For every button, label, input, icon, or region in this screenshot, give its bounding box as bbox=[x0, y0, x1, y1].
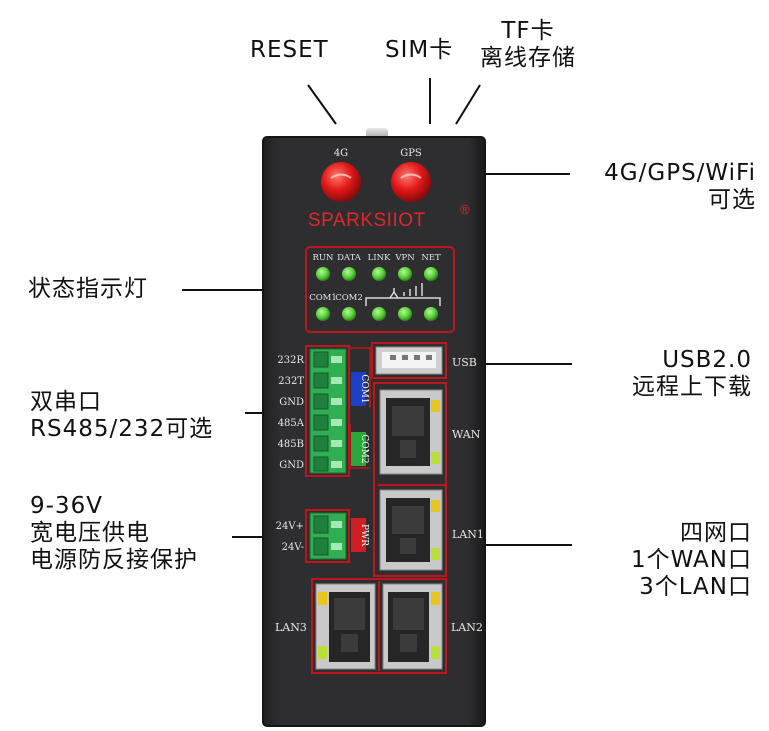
pwr-tag bbox=[351, 518, 366, 552]
led-label-com1: COM1 bbox=[309, 293, 337, 303]
pin-label-232t: 232T bbox=[278, 376, 304, 387]
pin-label-232r: 232R bbox=[277, 355, 304, 366]
wan-lan1-frame bbox=[373, 382, 447, 577]
pin-label-485b: 485B bbox=[278, 439, 304, 450]
com2-tag-text: COM2 bbox=[359, 434, 369, 463]
signal-strength-icon bbox=[365, 283, 441, 306]
antenna-gps-label: GPS bbox=[400, 148, 422, 159]
antenna-4g bbox=[321, 162, 361, 202]
serial-frame bbox=[305, 345, 350, 477]
tf-callout-line1: TF卡 bbox=[501, 18, 555, 44]
serial-pin-labels: 232R 232T GND 485A 485B GND bbox=[277, 355, 304, 471]
power-callout: 9-36V 宽电压供电 电源防反接保护 bbox=[30, 493, 198, 574]
pin-label-24v-plus: 24V+ bbox=[276, 521, 304, 532]
led-row1-labels: RUN DATA LINK VPN NET bbox=[312, 253, 440, 263]
usb-callout: USB2.0 远程上下载 bbox=[580, 347, 752, 401]
ports-callout-line3: 3个LAN口 bbox=[639, 574, 752, 600]
led-label-link: LINK bbox=[368, 253, 391, 263]
serial-callout-line2: RS485/232可选 bbox=[30, 416, 214, 442]
led-run bbox=[316, 267, 330, 281]
led-row2 bbox=[316, 307, 438, 321]
led-link bbox=[372, 267, 386, 281]
registered-mark: ® bbox=[460, 202, 470, 217]
ports-callout-line2: 1个WAN口 bbox=[630, 547, 752, 573]
led-vpn bbox=[398, 267, 412, 281]
wan-label: WAN bbox=[452, 428, 481, 441]
ports-callout-line1: 四网口 bbox=[680, 520, 752, 546]
led-label-net: NET bbox=[421, 253, 441, 263]
led-signal-1 bbox=[372, 307, 386, 321]
led-com2 bbox=[342, 307, 356, 321]
pin-label-24v-minus: 24V- bbox=[282, 542, 304, 553]
led-label-data: DATA bbox=[337, 253, 362, 263]
power-callout-line1: 9-36V bbox=[30, 493, 103, 519]
wan-port bbox=[379, 389, 443, 475]
power-pin-labels: 24V+ 24V- bbox=[276, 521, 304, 553]
com1-tag-text: COM1 bbox=[359, 374, 369, 403]
pin-label-gnd1: GND bbox=[279, 397, 304, 408]
tf-callout-line2: 离线存储 bbox=[480, 45, 576, 71]
antenna-gps bbox=[391, 162, 431, 202]
usb-label: USB bbox=[452, 356, 477, 369]
led-signal-2 bbox=[398, 307, 412, 321]
wireless-callout-line2: 可选 bbox=[708, 187, 756, 213]
serial-callout: 双串口 RS485/232可选 bbox=[30, 389, 213, 443]
wireless-callout-line1: 4G/GPS/WiFi bbox=[604, 160, 756, 186]
led-com1 bbox=[316, 307, 330, 321]
power-frame bbox=[305, 509, 350, 563]
antenna-4g-label: 4G bbox=[334, 148, 348, 159]
led-data bbox=[342, 267, 356, 281]
lan1-port bbox=[379, 489, 443, 571]
sim-callout: SIM卡 bbox=[385, 37, 454, 63]
pin-label-gnd2: GND bbox=[279, 460, 304, 471]
led-row1 bbox=[316, 267, 438, 281]
led-label-com2: COM2 bbox=[335, 293, 363, 303]
led-signal-3 bbox=[424, 307, 438, 321]
led-label-vpn: VPN bbox=[394, 253, 415, 263]
reset-callout: RESET bbox=[250, 37, 329, 63]
usb-port bbox=[375, 346, 443, 375]
serial-callout-line1: 双串口 bbox=[30, 389, 102, 415]
usb-callout-line1: USB2.0 bbox=[662, 347, 752, 373]
power-callout-line2: 宽电压供电 bbox=[30, 520, 150, 546]
brand-logo: SPARKSIIOT bbox=[308, 210, 426, 231]
led-label-run: RUN bbox=[312, 253, 334, 263]
com1-tag bbox=[351, 372, 366, 406]
lan1-label: LAN1 bbox=[452, 528, 484, 541]
wireless-callout: 4G/GPS/WiFi 可选 bbox=[560, 160, 756, 214]
ports-callout: 四网口 1个WAN口 3个LAN口 bbox=[580, 520, 752, 601]
com-bracket bbox=[349, 347, 371, 469]
com2-tag bbox=[351, 432, 366, 466]
usb-callout-line2: 远程上下载 bbox=[632, 374, 752, 400]
tf-leader bbox=[455, 84, 481, 125]
power-terminal-block bbox=[309, 512, 347, 560]
power-callout-line3: 电源防反接保护 bbox=[30, 547, 198, 573]
reset-leader bbox=[307, 84, 337, 125]
lan3-port bbox=[315, 583, 376, 670]
lan2-port bbox=[382, 583, 443, 670]
status-leds-callout: 状态指示灯 bbox=[28, 276, 148, 302]
serial-terminal-block bbox=[309, 348, 347, 474]
pwr-tag-text: PWR bbox=[359, 524, 369, 546]
lan2-label: LAN2 bbox=[451, 621, 483, 634]
usb-frame bbox=[371, 342, 447, 379]
pin-label-485a: 485A bbox=[278, 418, 305, 429]
led-panel-frame bbox=[305, 246, 455, 333]
lan3-label: LAN3 bbox=[275, 621, 307, 634]
tf-callout: TF卡 离线存储 bbox=[468, 18, 588, 72]
led-net bbox=[424, 267, 438, 281]
led-row2-labels: COM1 COM2 bbox=[309, 293, 363, 303]
lan-bottom-frame bbox=[311, 578, 447, 674]
